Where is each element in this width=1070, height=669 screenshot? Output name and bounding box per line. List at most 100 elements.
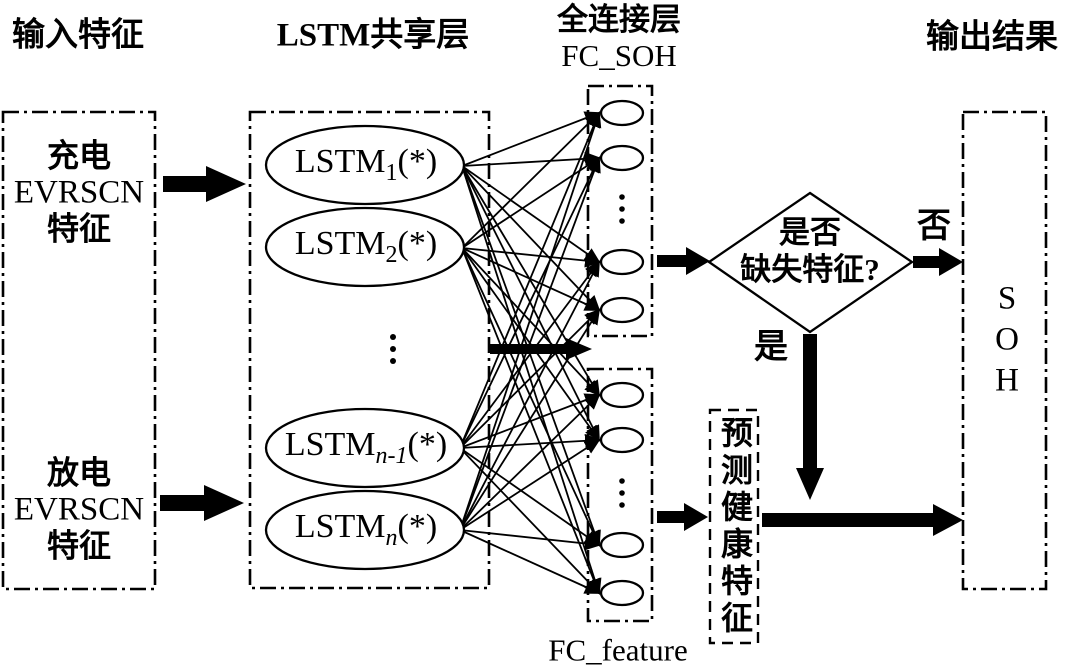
soh-output-label: S O H <box>995 279 1019 402</box>
lstm2-base: LSTM <box>294 225 386 263</box>
connection-line <box>461 247 601 397</box>
lstmn-base: LSTM <box>294 508 386 546</box>
branch-yes-label: 是 <box>754 328 788 366</box>
header-fc-layer: 全连接层 FC_SOH <box>557 2 681 74</box>
lstm-node-n-label: LSTMn(*) <box>295 508 437 552</box>
connection-line <box>461 165 602 595</box>
connection-line <box>459 529 601 594</box>
arrow-charge-to-lstm <box>163 166 246 202</box>
ellipsis-dot <box>619 206 625 212</box>
connection-line <box>461 247 601 268</box>
lstm1-suffix: (*) <box>397 143 438 181</box>
discharge-line2: EVRSCN <box>13 491 145 528</box>
connection-line <box>461 156 601 249</box>
fc-node-ellipse <box>599 248 645 276</box>
fc-node-ellipse <box>599 426 645 454</box>
ellipsis-dot <box>390 346 396 352</box>
connection-line <box>461 165 601 547</box>
arrow-yes-down <box>796 334 824 500</box>
arrow-predict-to-soh <box>762 504 963 536</box>
connection-line <box>459 156 600 449</box>
output-soh-box <box>961 110 1048 591</box>
connection-line <box>461 165 601 264</box>
ellipsis-dot <box>619 490 625 496</box>
header-input-features: 输入特征 <box>12 17 144 54</box>
fc-node-ellipse <box>599 99 645 127</box>
ellipsis-dot <box>619 218 625 224</box>
connection-line <box>459 260 601 449</box>
soh-h: H <box>995 362 1019 399</box>
lstmn1-suffix: (*) <box>407 426 448 464</box>
lstm1-base: LSTM <box>294 143 386 181</box>
lstm1-sub: 1 <box>385 160 398 187</box>
branch-no-label: 否 <box>917 207 951 245</box>
connection-line <box>459 308 601 449</box>
lstmn1-sub: n-1 <box>375 443 408 470</box>
ellipsis-dot <box>390 334 396 340</box>
connection-line <box>461 111 601 249</box>
ellipsis-dot <box>619 502 625 508</box>
lstm-shared-layer-box <box>248 110 491 590</box>
connection-line <box>461 151 601 167</box>
fc-feature-box <box>586 367 654 623</box>
arrow-no-to-soh <box>913 248 963 276</box>
lstm2-suffix: (*) <box>397 225 438 263</box>
fc-node-ellipse <box>599 531 645 559</box>
lstmn1-base: LSTM <box>284 426 376 464</box>
fc-soh-box <box>586 84 654 338</box>
lstm-node-2-label: LSTM2(*) <box>295 225 437 269</box>
ellipsis-dot <box>619 478 625 484</box>
fc-feature-caption: FC_feature <box>548 632 688 668</box>
connection-line <box>459 393 601 531</box>
discharge-line1: 放电 <box>46 454 112 491</box>
connection-line <box>459 433 601 449</box>
lstm-node-1-label: LSTM1(*) <box>295 143 437 187</box>
lstm-node-ellipses <box>264 124 466 571</box>
decision-line2: 缺失特征? <box>740 252 880 287</box>
input-features-box <box>1 110 157 591</box>
connection-line <box>459 111 602 531</box>
ellipsis-dot <box>619 194 625 200</box>
fc-node-ellipse <box>599 381 645 409</box>
charge-feature-label: 充电 EVRSCN 特征 <box>14 138 144 247</box>
fc-node-ellipses <box>599 99 645 607</box>
lstm-node-n1-label: LSTMn-1(*) <box>285 426 447 470</box>
decision-diamond <box>706 191 915 334</box>
discharge-line3: 特征 <box>46 527 112 564</box>
connection-line <box>459 111 601 449</box>
lstm-node-ellipse <box>264 206 466 288</box>
ellipsis-dot <box>390 358 396 364</box>
lstm-node-ellipse <box>264 489 466 571</box>
connection-line <box>459 438 601 531</box>
arrow-fcsoh-to-diamond <box>657 247 710 275</box>
predict-health-feature-label: 预测健康特征 <box>717 416 753 638</box>
connection-mesh <box>459 111 602 595</box>
header-lstm-shared-layer: LSTM共享层 <box>276 17 470 54</box>
lstm-node-ellipse <box>264 407 466 489</box>
connection-line <box>461 247 600 547</box>
decision-line1: 是否 <box>779 215 841 250</box>
lstmn-suffix: (*) <box>397 508 438 546</box>
connection-line <box>461 165 600 442</box>
lstm-node-ellipse <box>264 124 466 206</box>
connection-line <box>459 260 600 531</box>
predict-health-feature-box <box>708 408 760 645</box>
connection-line <box>459 447 601 547</box>
decision-question: 是否 缺失特征? <box>740 214 880 288</box>
discharge-feature-label: 放电 EVRSCN 特征 <box>14 455 144 564</box>
soh-o: O <box>995 321 1019 358</box>
fc-node-ellipse <box>599 579 645 607</box>
charge-line1: 充电 <box>46 137 112 174</box>
ellipsis-dots <box>390 194 625 508</box>
arrow-fcfeature-to-predict <box>657 503 708 531</box>
arrow-discharge-to-lstm <box>160 485 244 521</box>
header-fc-line2: FC_SOH <box>561 38 677 73</box>
connection-line <box>459 447 601 595</box>
header-output-result: 输出结果 <box>926 19 1058 56</box>
connection-line <box>461 165 601 397</box>
connection-line <box>461 165 601 312</box>
arrow-lstm-to-fc <box>490 338 592 360</box>
charge-line3: 特征 <box>46 210 112 247</box>
